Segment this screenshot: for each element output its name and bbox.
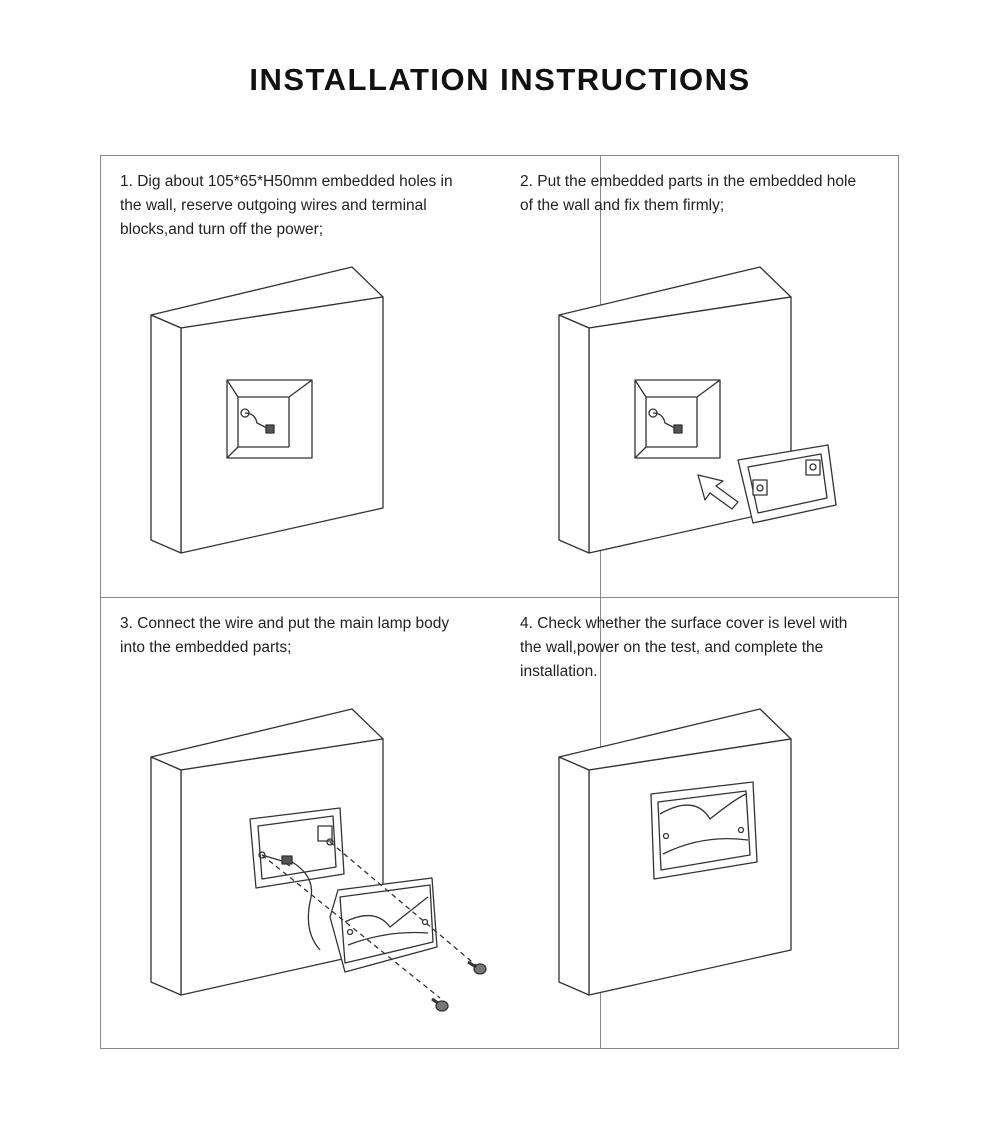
screw-icon bbox=[467, 960, 487, 975]
step-3-text: 3. Connect the wire and put the main lam… bbox=[120, 612, 480, 660]
step-1-illustration bbox=[150, 266, 384, 554]
step-2-text: 2. Put the embedded parts in the embedde… bbox=[520, 170, 880, 218]
step-3-line: 3. Connect the wire and put the main lam… bbox=[120, 615, 450, 632]
instruction-grid bbox=[100, 155, 899, 1049]
step-4-illustration bbox=[558, 708, 792, 996]
installed-lamp bbox=[650, 781, 758, 880]
embedded-box bbox=[737, 444, 837, 524]
lamp-body bbox=[329, 877, 438, 973]
divider-horizontal bbox=[101, 597, 898, 598]
step-2-line: of the wall and fix them firmly; bbox=[520, 197, 725, 214]
step-1-line: the wall, reserve outgoing wires and ter… bbox=[120, 197, 427, 214]
divider-vertical bbox=[600, 156, 601, 1048]
step-4-text: 4. Check whether the surface cover is le… bbox=[520, 612, 880, 684]
step-4-line: the wall,power on the test, and complete… bbox=[520, 639, 824, 656]
step-4-line: 4. Check whether the surface cover is le… bbox=[520, 615, 848, 632]
embedded-box bbox=[249, 807, 345, 951]
step-3-line: into the embedded parts; bbox=[120, 639, 292, 656]
step-3-illustration bbox=[150, 708, 487, 1012]
step-1-line: 1. Dig about 105*65*H50mm embedded holes… bbox=[120, 173, 453, 190]
arrow-icon bbox=[697, 474, 739, 510]
step-4-line: installation. bbox=[520, 663, 598, 680]
page-title: INSTALLATION INSTRUCTIONS bbox=[249, 62, 751, 97]
step-1-text: 1. Dig about 105*65*H50mm embedded holes… bbox=[120, 170, 480, 242]
step-1-line: blocks,and turn off the power; bbox=[120, 221, 324, 238]
step-2-illustration bbox=[558, 266, 837, 554]
step-2-line: 2. Put the embedded parts in the embedde… bbox=[520, 173, 857, 190]
screw-icon bbox=[431, 997, 449, 1012]
